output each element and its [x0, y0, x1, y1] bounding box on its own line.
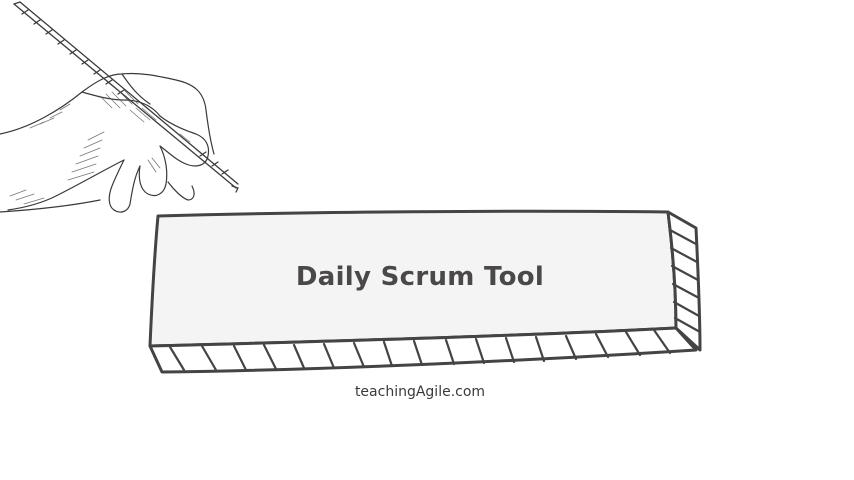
scrum-tool-block: [148, 209, 702, 374]
block-side: [666, 210, 702, 352]
footer-site-label: teachingAgile.com: [354, 384, 486, 400]
hand-holding-pencil-icon: [0, 1, 239, 213]
page-title: Daily Scrum Tool: [295, 262, 545, 292]
block-bottom: [148, 326, 698, 374]
